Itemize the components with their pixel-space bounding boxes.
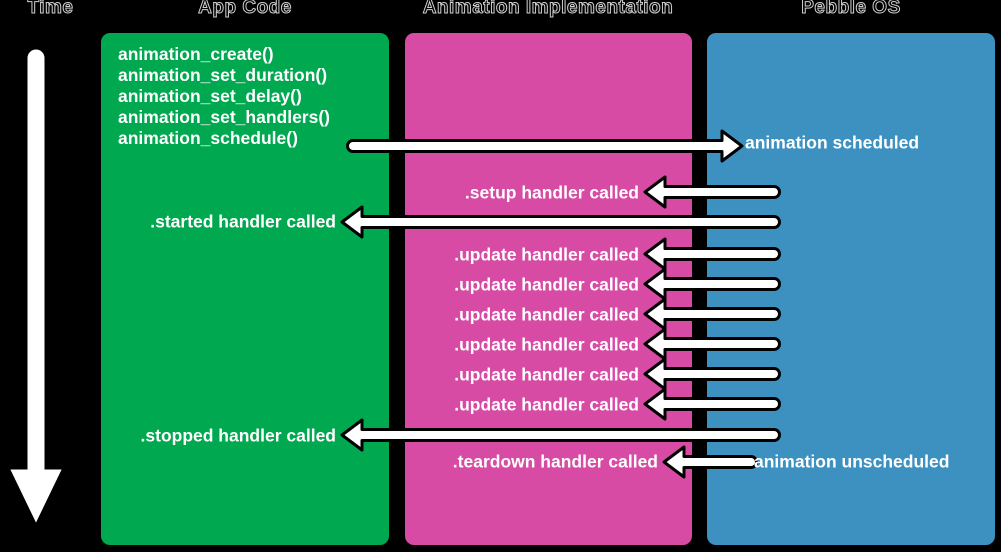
column-title-app-code: App Code [198, 0, 292, 19]
label-teardown-handler: .teardown handler called [452, 451, 658, 472]
label-stopped-handler: .stopped handler called [140, 425, 336, 446]
label-update-handler-4: .update handler called [454, 334, 639, 355]
column-title-time: Time [27, 0, 74, 19]
label-animation-unscheduled: animation unscheduled [754, 451, 950, 472]
app-code-call-list: animation_create() animation_set_duratio… [118, 44, 330, 148]
column-title-animation-implementation: Animation Implementation [422, 0, 674, 19]
label-started-handler: .started handler called [150, 211, 336, 232]
lane-app-code [101, 33, 389, 545]
label-update-handler-5: .update handler called [454, 364, 639, 385]
time-down-arrow [4, 46, 68, 530]
label-update-handler-2: .update handler called [454, 274, 639, 295]
label-animation-scheduled: animation scheduled [745, 132, 920, 153]
label-update-handler-3: .update handler called [454, 304, 639, 325]
label-setup-handler: .setup handler called [464, 182, 639, 203]
label-update-handler-6: .update handler called [454, 394, 639, 415]
label-update-handler-1: .update handler called [454, 244, 639, 265]
column-title-pebble-os: Pebble OS [801, 0, 901, 19]
